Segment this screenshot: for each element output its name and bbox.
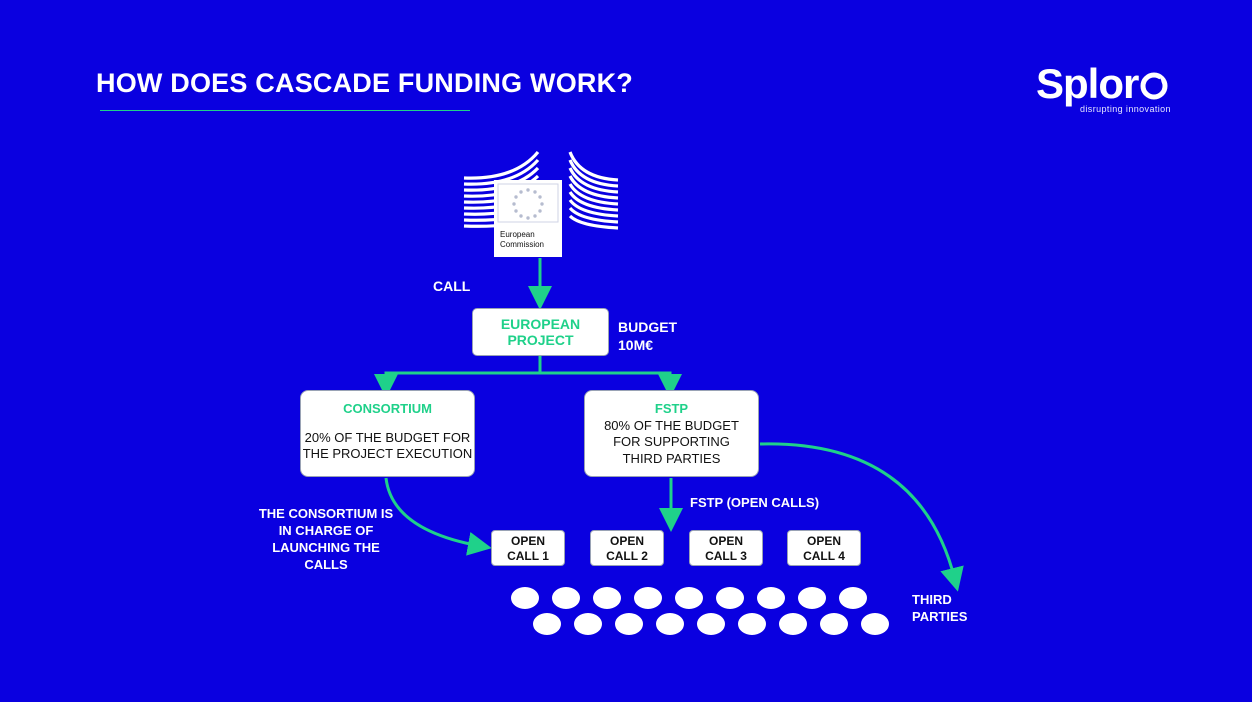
third-party-oval	[861, 613, 889, 635]
connector-to-fstp	[540, 371, 682, 398]
third-party-oval	[656, 613, 684, 635]
third-party-oval	[634, 587, 662, 609]
open-call-3: OPEN CALL 3	[689, 530, 763, 566]
logo-text: Splor	[1036, 60, 1139, 107]
open-call-3-line1: OPEN	[708, 534, 743, 548]
third-party-oval	[675, 587, 703, 609]
fstp-line2: FOR SUPPORTING	[613, 434, 730, 449]
third-party-oval	[552, 587, 580, 609]
consortium-note: THE CONSORTIUM IS IN CHARGE OF LAUNCHING…	[254, 505, 398, 573]
third-party-oval	[839, 587, 867, 609]
consortium-note-line2: IN CHARGE OF	[278, 523, 374, 538]
consortium-note-line3: LAUNCHING THE	[272, 540, 380, 555]
budget-label: BUDGET 10M€	[618, 318, 677, 354]
fstp-node: FSTP 80% OF THE BUDGET FOR SUPPORTING TH…	[584, 390, 759, 477]
european-commission-logo	[460, 150, 622, 260]
open-call-1: OPEN CALL 1	[491, 530, 565, 566]
third-party-oval	[511, 587, 539, 609]
ec-caption: European Commission	[500, 230, 544, 250]
title-underline	[100, 110, 470, 111]
third-party-oval	[798, 587, 826, 609]
third-party-oval	[820, 613, 848, 635]
consortium-note-line4: CALLS	[304, 557, 348, 572]
arrow-consortium-to-call1	[384, 477, 492, 556]
ec-building-icon	[463, 150, 619, 257]
fstp-title: FSTP	[654, 401, 689, 416]
slide-title: HOW DOES CASCADE FUNDING WORK?	[96, 68, 633, 98]
open-call-3-line2: CALL 3	[705, 549, 747, 563]
connector-project-split	[374, 356, 542, 398]
consortium-note-line1: THE CONSORTIUM IS	[258, 506, 394, 521]
third-parties-line2: PARTIES	[912, 609, 968, 624]
logo-wordmark: Splor	[1036, 62, 1169, 106]
open-call-4: OPEN CALL 4	[787, 530, 861, 566]
third-party-oval	[533, 613, 561, 635]
leaf-o-icon	[1140, 72, 1168, 100]
consortium-line1: 20% OF THE BUDGET FOR	[304, 430, 471, 445]
splor-logo: Splor disrupting innovation	[1036, 62, 1186, 118]
consortium-line2: THE PROJECT EXECUTION	[302, 446, 473, 461]
fstp-line1: 80% OF THE BUDGET	[604, 417, 739, 433]
open-call-2: OPEN CALL 2	[590, 530, 664, 566]
consortium-node: CONSORTIUM 20% OF THE BUDGET FOR THE PRO…	[300, 390, 475, 477]
open-call-2-line1: OPEN	[609, 534, 644, 548]
open-call-4-line2: CALL 4	[803, 549, 845, 563]
third-party-oval	[615, 613, 643, 635]
third-party-oval	[757, 587, 785, 609]
call-label: CALL	[433, 278, 471, 294]
european-project-line1: EUROPEAN	[500, 316, 581, 332]
open-call-1-line2: CALL 1	[507, 549, 549, 563]
european-project-line2: PROJECT	[507, 332, 574, 348]
third-parties-label: THIRD PARTIES	[912, 591, 967, 625]
open-call-4-line1: OPEN	[806, 534, 841, 548]
ec-caption-line2: Commission	[500, 240, 545, 249]
third-party-oval	[716, 587, 744, 609]
third-party-oval	[697, 613, 725, 635]
third-party-oval	[574, 613, 602, 635]
consortium-title: CONSORTIUM	[343, 401, 432, 416]
open-call-2-line2: CALL 2	[606, 549, 648, 563]
budget-line2: 10M€	[618, 337, 654, 353]
fstp-open-calls-label: FSTP (OPEN CALLS)	[690, 495, 820, 510]
third-party-oval	[738, 613, 766, 635]
fstp-line3: THIRD PARTIES	[622, 450, 721, 466]
european-project-node: EUROPEAN PROJECT	[472, 308, 609, 356]
open-call-1-line1: OPEN	[510, 534, 545, 548]
third-parties-line1: THIRD	[912, 592, 952, 607]
budget-line1: BUDGET	[618, 319, 678, 335]
ec-caption-line1: European	[500, 230, 535, 239]
logo-tagline: disrupting innovation	[1080, 104, 1171, 114]
third-party-oval	[593, 587, 621, 609]
third-party-oval	[779, 613, 807, 635]
